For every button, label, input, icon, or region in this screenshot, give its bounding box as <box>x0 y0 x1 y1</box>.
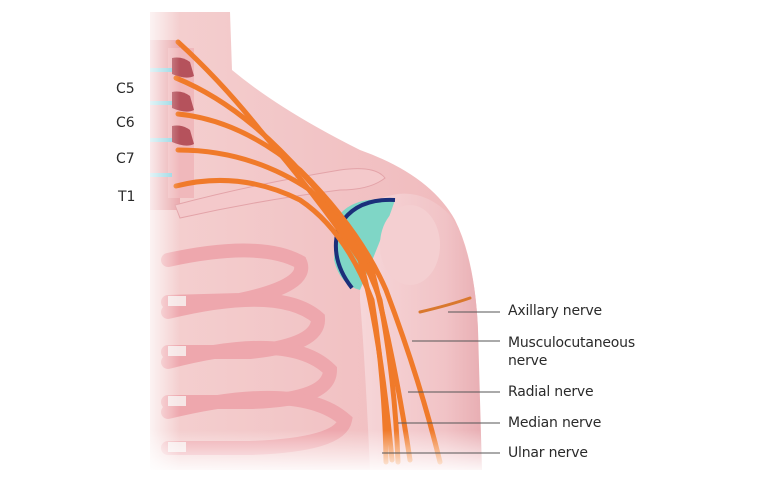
label-median-nerve: Median nerve <box>508 415 602 431</box>
rib-cage <box>161 243 353 455</box>
leader-lines <box>382 311 500 454</box>
shoulder-joint <box>333 197 440 290</box>
label-ulnar-nerve: Ulnar nerve <box>508 445 588 461</box>
spinal-label-t1: T1 <box>118 189 136 205</box>
label-radial-nerve: Radial nerve <box>508 384 594 400</box>
spinal-label-c7: C7 <box>116 151 135 167</box>
label-musculocutaneous-line1: Musculocutaneous <box>508 335 635 351</box>
spinal-label-c6: C6 <box>116 115 135 131</box>
label-musculocutaneous-line2: nerve <box>508 353 548 369</box>
label-axillary-nerve: Axillary nerve <box>508 303 602 319</box>
spinal-label-c5: C5 <box>116 81 135 97</box>
label-musculocutaneous-nerve: Musculocutaneous nerve <box>508 334 635 370</box>
brachial-plexus-nerves <box>173 39 472 465</box>
